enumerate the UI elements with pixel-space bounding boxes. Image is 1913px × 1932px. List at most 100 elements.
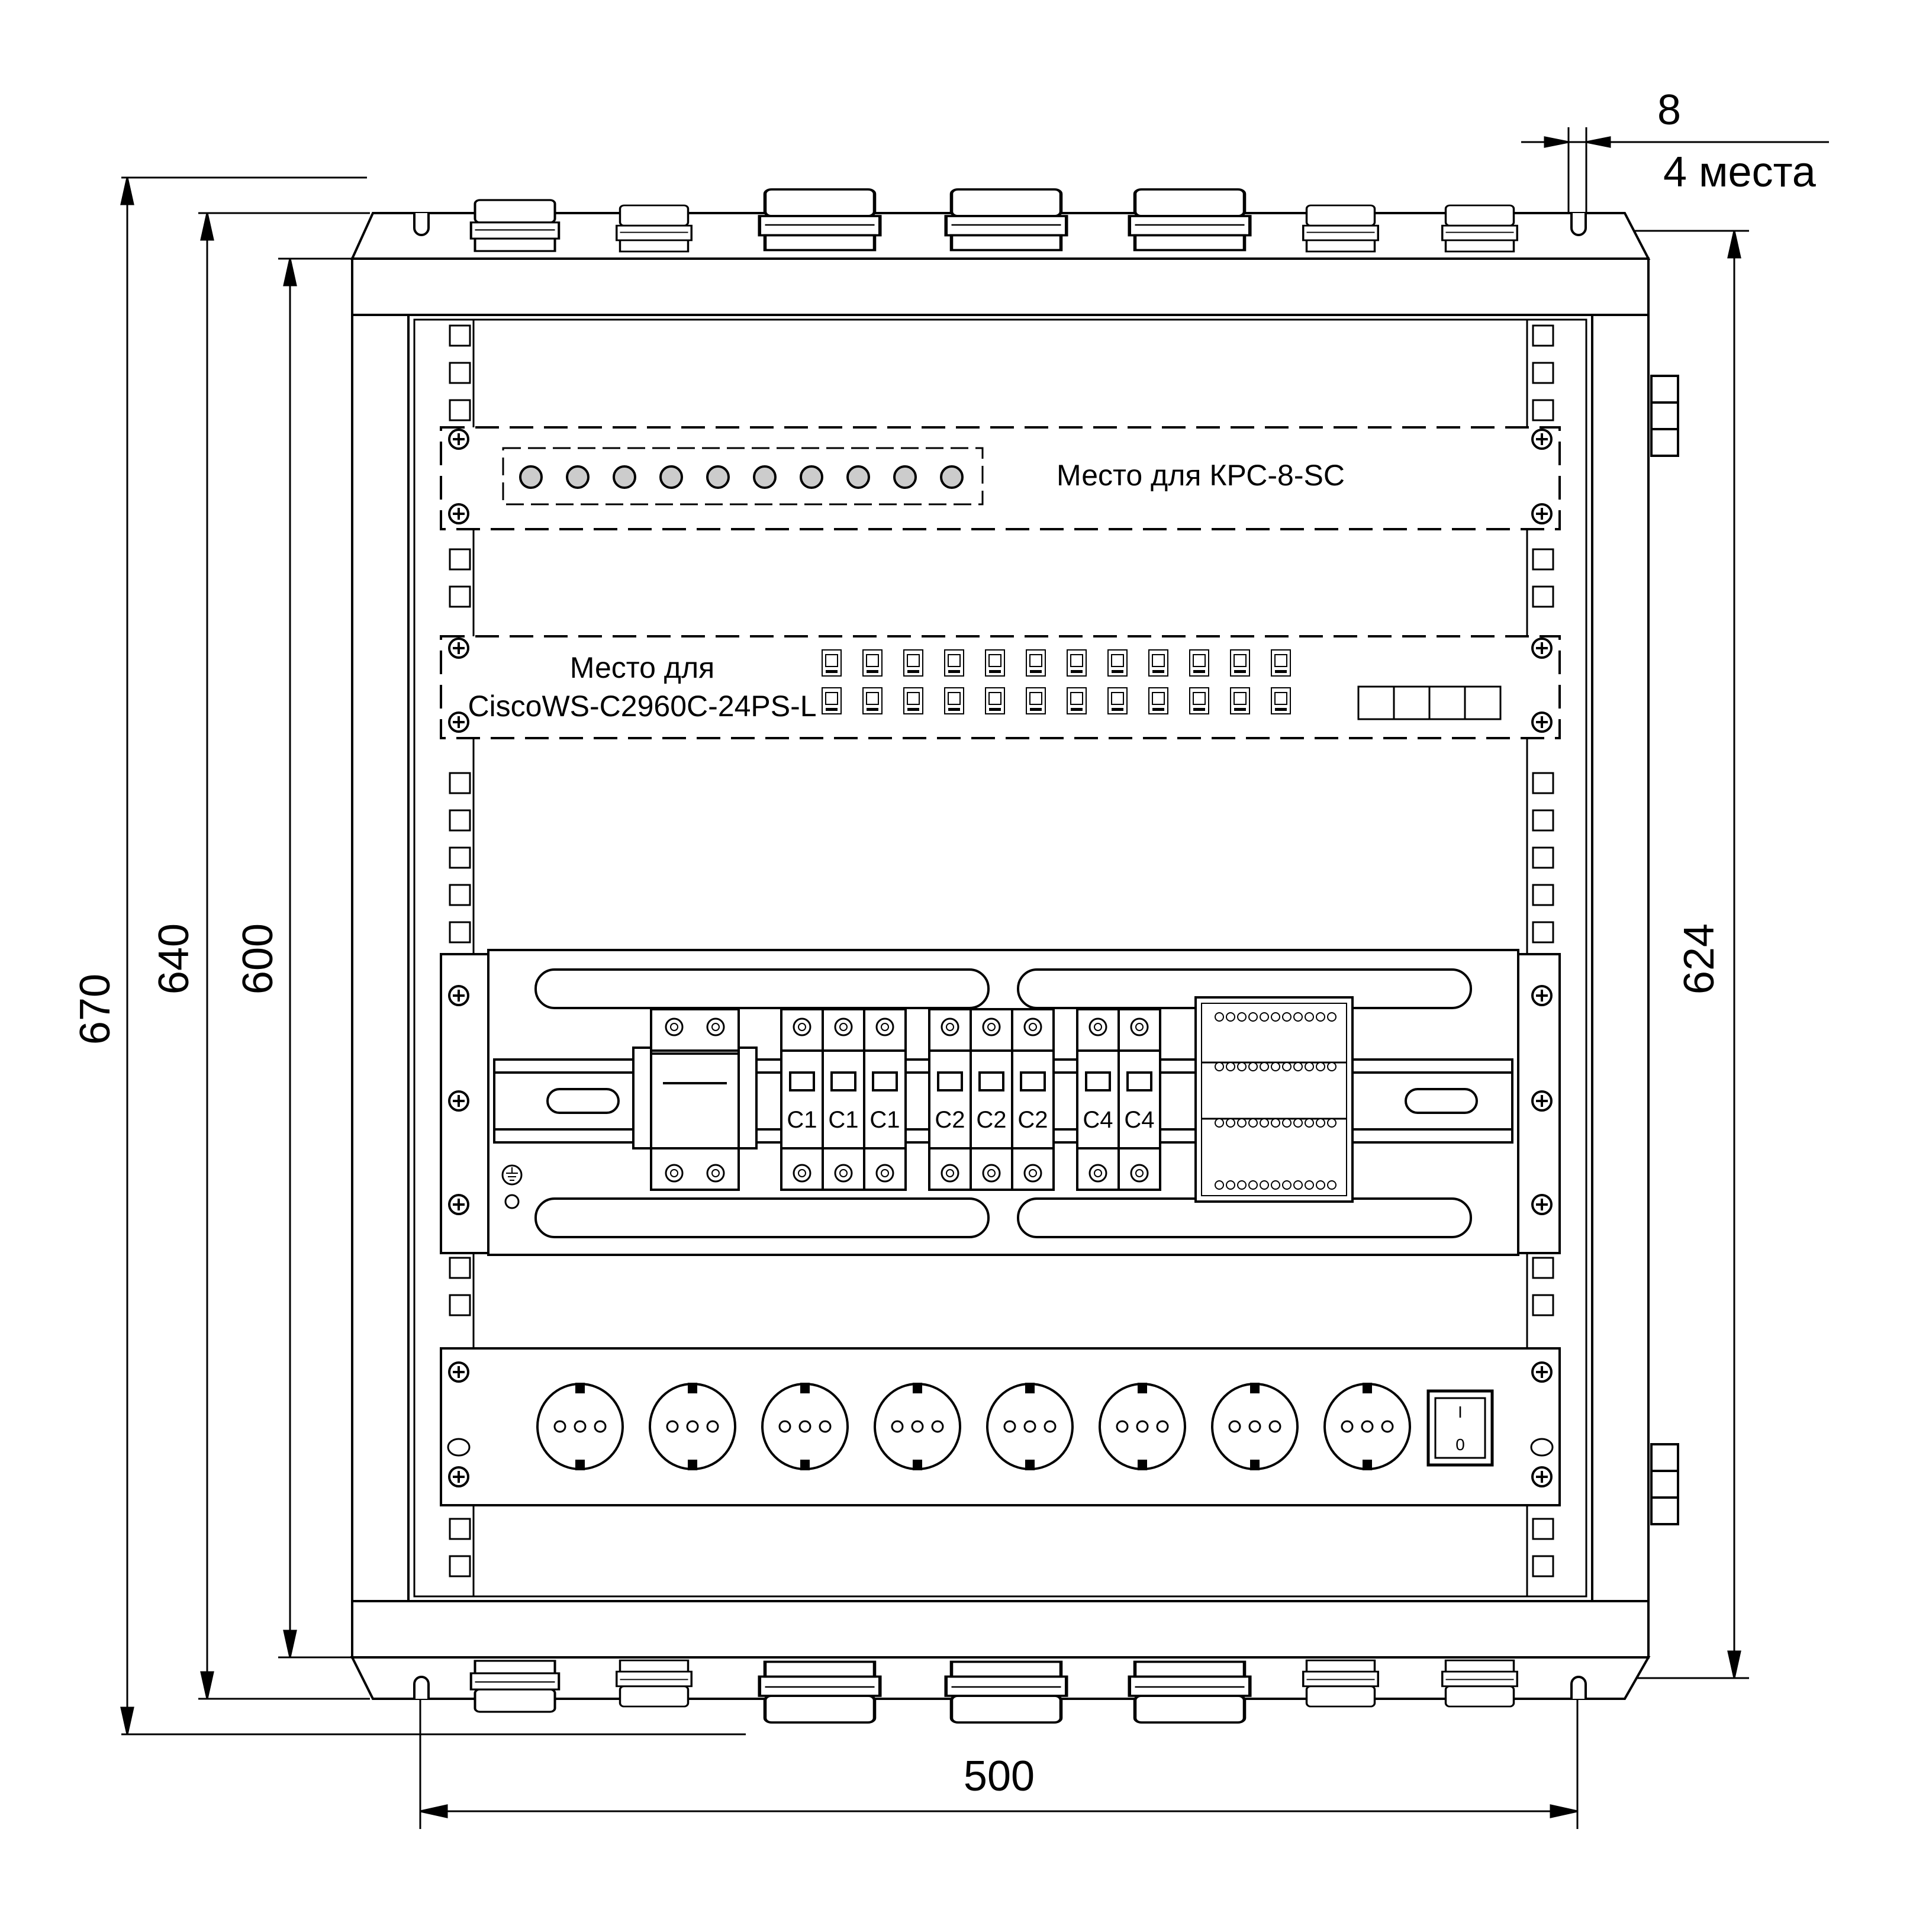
terminal-screw [1237,1012,1247,1022]
patch-panel-label: Место для КРС-8-SC [1057,459,1345,492]
rj45-port [1026,687,1046,714]
rail-hole [1532,809,1554,832]
power-socket [649,1383,736,1470]
rj45-port [862,687,883,714]
rail-hole [1532,921,1554,944]
mounting-slots [413,213,1587,1699]
sc-port [940,465,964,489]
terminal-screw [1293,1118,1303,1128]
power-socket [761,1383,849,1470]
terminal-screw [1293,1062,1303,1071]
rj45-port [1148,649,1168,677]
cable-glands-bottom [471,1659,1518,1722]
dim-hole-size: 8 [1657,86,1681,134]
rail-hole [1532,846,1554,869]
rail-hole [449,1555,471,1577]
rj45-port [944,687,964,714]
power-switch-on-label: I [1458,1403,1463,1421]
terminal-screw [1237,1062,1247,1071]
sc-ports [519,465,964,489]
rail-hole [449,1257,471,1279]
terminal-screw [1260,1180,1269,1190]
terminal-screw [1248,1062,1258,1071]
terminal-block [1194,996,1354,1203]
dim-right-height: 624 [1676,923,1723,994]
rail-hole [1532,399,1554,421]
rj45-port [1271,649,1291,677]
patch-panel-placeholder [440,426,1561,530]
terminal-screw [1226,1012,1235,1022]
rj45-port [1026,649,1046,677]
power-strip [440,1347,1561,1506]
rail-hole [449,809,471,832]
rail-hole [449,324,471,347]
terminal-screw [1248,1118,1258,1128]
terminal-screw [1305,1180,1314,1190]
rj45-port [822,687,842,714]
rail-hole [449,362,471,384]
terminal-screw [1282,1012,1292,1022]
terminal-screw [1237,1180,1247,1190]
breaker-label: C1 [869,1107,900,1133]
rail-hole [449,399,471,421]
rail-hole [1532,1294,1554,1316]
rail-hole [449,846,471,869]
rail-hole [1532,324,1554,347]
breaker-label: C2 [935,1107,965,1133]
rj45-port [1148,687,1168,714]
terminal-screw [1305,1118,1314,1128]
power-socket [1323,1383,1411,1470]
sc-port [800,465,823,489]
terminal-screw [1282,1118,1292,1128]
sc-port [706,465,730,489]
rj45-port [1107,687,1128,714]
terminal-screw [1327,1012,1336,1022]
terminal-screw [1271,1012,1280,1022]
power-socket [536,1383,624,1470]
power-socket [1099,1383,1186,1470]
rail-hole [449,1518,471,1540]
terminal-screw [1316,1180,1325,1190]
rack-rail-holes [449,324,1554,1577]
dim-width: 500 [964,1753,1035,1800]
power-socket [986,1383,1074,1470]
sc-port [613,465,636,489]
terminal-screw [1316,1062,1325,1071]
sc-port [846,465,870,489]
terminal-screw [1316,1118,1325,1128]
sc-port [753,465,777,489]
terminal-screw [1293,1180,1303,1190]
power-switch[interactable]: I 0 [1426,1389,1494,1467]
terminal-screw [1215,1180,1224,1190]
rail-hole [449,921,471,944]
terminal-screw [1226,1180,1235,1190]
sc-port [893,465,917,489]
terminal-screw [1260,1062,1269,1071]
power-switch-off-label: 0 [1455,1435,1465,1454]
rj45-port [903,687,923,714]
rail-hole [449,548,471,571]
terminal-screw [1226,1118,1235,1128]
switch-placeholder [440,635,1561,739]
rail-hole [1532,585,1554,608]
rj45-port [1271,687,1291,714]
terminal-screw [1282,1180,1292,1190]
terminal-screw [1215,1062,1224,1071]
breaker-group-c2 [928,1008,1055,1191]
terminal-screw [1215,1012,1224,1022]
rj45-port [985,687,1005,714]
rj45-port [903,649,923,677]
rcd-module [632,1008,758,1191]
rail-hole [1532,1555,1554,1577]
rail-hole [1532,1518,1554,1540]
terminal-screw [1271,1118,1280,1128]
breaker-label: C4 [1124,1107,1154,1133]
sc-port [659,465,683,489]
rj45-port [822,649,842,677]
terminal-screw [1282,1062,1292,1071]
breaker-label: C4 [1083,1107,1113,1133]
switch-label-line2: CiscoWS-C2960C-24PS-L [468,690,816,723]
breaker-label: C1 [787,1107,817,1133]
breaker-label: C1 [828,1107,858,1133]
terminal-screw [1271,1180,1280,1190]
